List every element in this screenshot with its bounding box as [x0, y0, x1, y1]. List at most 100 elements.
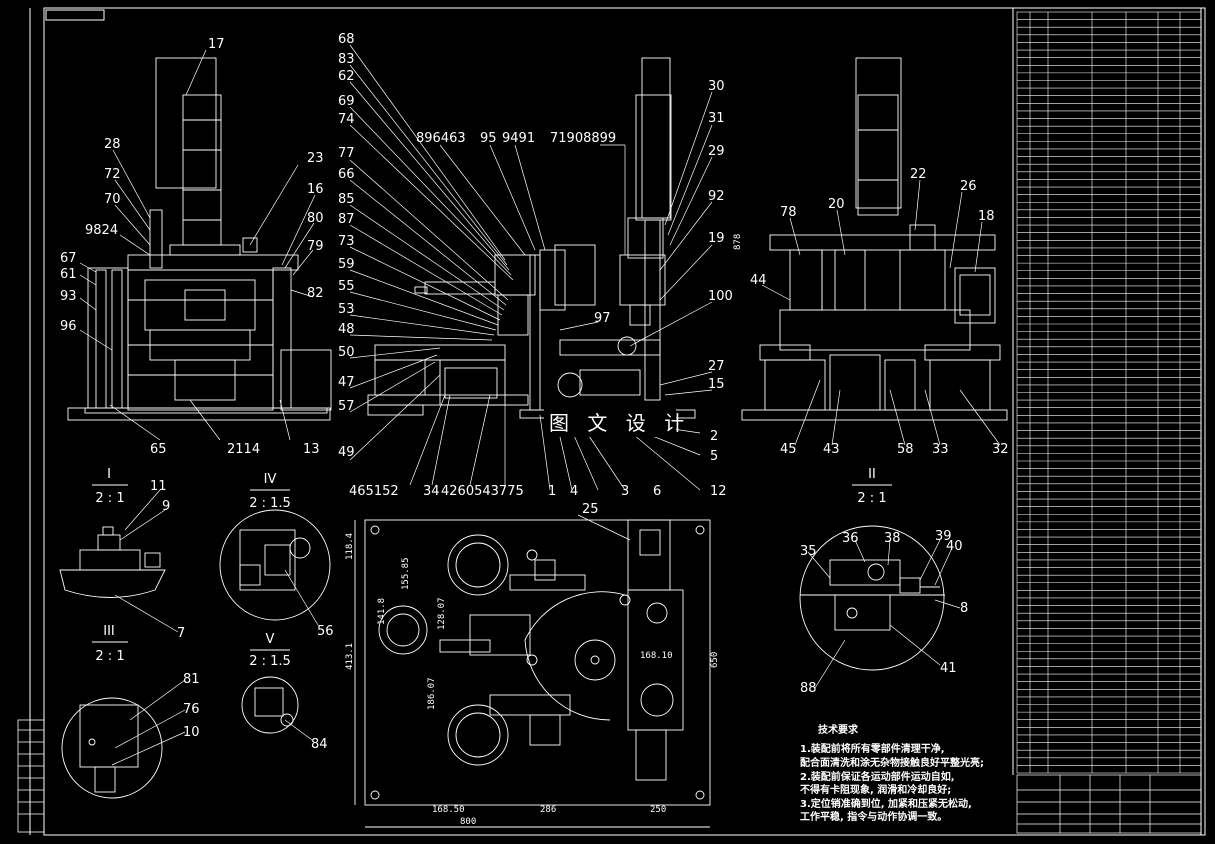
balloon-label: 15: [708, 377, 725, 392]
balloon-label: 9824: [85, 223, 118, 238]
dimension-text: 168.50: [432, 805, 465, 815]
dimension-text: 186.07: [427, 677, 437, 710]
balloon-label: 78: [780, 205, 797, 220]
balloon-label: 53: [338, 302, 355, 317]
balloon-label: 41: [940, 661, 957, 676]
balloons-front: 17 28 72 70 9824 67 61 93 96 23 16 80 79…: [60, 37, 324, 457]
view-scale: 2 : 1.5: [249, 496, 291, 511]
balloon-label: 27: [708, 359, 725, 374]
balloon-label: 82: [307, 286, 324, 301]
balloon-label: 34: [423, 484, 440, 499]
balloon-label: 71908899: [550, 131, 616, 146]
balloon-label: 81: [183, 672, 200, 687]
view-scale: 2 : 1.5: [249, 654, 291, 669]
balloon-label: 7: [177, 626, 185, 641]
balloon-label: 2: [710, 429, 718, 444]
balloon-label: 49: [338, 445, 355, 460]
balloons-details: 11 9 7 81 76 10 56 84 25 35 36 38 39 40 …: [150, 479, 968, 752]
dimension-text: 286: [540, 805, 556, 815]
tech-req-line: 3.定位销准确到位, 加紧和压紧无松动,: [800, 797, 972, 810]
balloons-right: 78 20 22 26 18 44 45 43 58 33 32: [750, 167, 1009, 457]
dimension-text: 118.4: [345, 533, 355, 560]
title-block: [1016, 774, 1202, 834]
dimension-text: 413.1: [345, 643, 355, 670]
balloon-label: 83: [338, 52, 355, 67]
balloon-label: 59: [338, 257, 355, 272]
balloon-label: 67: [60, 251, 77, 266]
dimension-text: 650: [710, 652, 720, 668]
balloon-label: 25: [582, 502, 599, 517]
balloon-label: 29: [708, 144, 725, 159]
balloon-label: 95: [480, 131, 497, 146]
balloon-label: 48: [338, 322, 355, 337]
balloons-side-right: 30 31 29 92 19 100 97 27 15 2 5 12 1 4 3…: [548, 79, 733, 499]
balloon-label: 93: [60, 289, 77, 304]
balloon-label: 69: [338, 94, 355, 109]
balloon-label: 92: [708, 189, 725, 204]
balloon-label: 62: [338, 69, 355, 84]
balloon-label: 55: [338, 279, 355, 294]
balloon-label: 85: [338, 192, 355, 207]
view-labels: I 2 : 1 III 2 : 1 IV 2 : 1.5 V 2 : 1.5 I…: [92, 467, 892, 669]
balloon-label: 73: [338, 234, 355, 249]
balloon-label: 44: [750, 273, 767, 288]
balloon-label: 17: [208, 37, 225, 52]
balloon-label: 22: [910, 167, 927, 182]
balloon-label: 96: [60, 319, 77, 334]
balloon-label: 23: [307, 151, 324, 166]
front-view: [67, 57, 332, 421]
side-view: [367, 57, 696, 419]
balloon-label: 65: [150, 442, 167, 457]
balloon-label: 38: [884, 531, 901, 546]
dimension-text: 141.8: [377, 598, 387, 625]
balloon-label: 32: [992, 442, 1009, 457]
plan-view: [354, 519, 711, 828]
balloon-label: 56: [317, 624, 334, 639]
balloon-label: 31: [708, 111, 725, 126]
detail-view-3: [61, 697, 163, 799]
balloon-label: 88: [800, 681, 817, 696]
balloon-label: 20: [828, 197, 845, 212]
balloon-label: 39: [935, 529, 952, 544]
balloon-label: 6: [653, 484, 661, 499]
balloon-label: 70: [104, 192, 121, 207]
technical-requirements: 技术要求 1.装配前将所有零部件清理干净, 配合面清洗和涂无杂物接触良好平整光亮…: [800, 723, 984, 823]
balloon-label: 30: [708, 79, 725, 94]
balloon-label: 45: [780, 442, 797, 457]
balloon-label: 28: [104, 137, 121, 152]
parts-list-table: [1016, 11, 1202, 774]
balloon-label: 465152: [349, 484, 399, 499]
balloon-label: 4260543775: [441, 484, 524, 499]
balloon-label: 58: [897, 442, 914, 457]
balloon-label: 50: [338, 345, 355, 360]
balloon-label: 9: [162, 499, 170, 514]
balloon-label: 9491: [502, 131, 535, 146]
balloons-side-top: 896463 95 9491 71908899: [416, 131, 616, 146]
tech-req-line: 2.装配前保证各运动部件运动自如,: [800, 770, 955, 783]
balloon-label: 100: [708, 289, 733, 304]
balloon-label: 74: [338, 112, 355, 127]
dimension-text: 128.07: [437, 597, 447, 630]
detail-view-2: [799, 525, 945, 671]
balloon-label: 3: [621, 484, 629, 499]
watermark: 图 文 设 计: [549, 411, 690, 435]
balloon-label: 87: [338, 212, 355, 227]
tech-req-line: 工作平稳, 指令与动作协调一致。: [800, 810, 947, 823]
balloon-label: 16: [307, 182, 324, 197]
view-label: IV: [264, 472, 277, 487]
view-label: III: [103, 624, 115, 639]
view-scale: 2 : 1: [95, 649, 124, 664]
tech-req-line: 配合面清洗和涂无杂物接触良好平整光亮;: [800, 756, 984, 769]
balloon-label: 66: [338, 167, 355, 182]
balloon-label: 35: [800, 544, 817, 559]
balloon-label: 36: [842, 531, 859, 546]
balloon-label: 77: [338, 146, 355, 161]
balloon-label: 47: [338, 375, 355, 390]
balloon-label: 13: [303, 442, 320, 457]
balloon-label: 2114: [227, 442, 260, 457]
balloon-label: 5: [710, 449, 718, 464]
detail-view-4: [219, 509, 331, 621]
balloon-label: 84: [311, 737, 328, 752]
balloon-label: 4: [570, 484, 578, 499]
detail-view-1: [59, 526, 166, 598]
